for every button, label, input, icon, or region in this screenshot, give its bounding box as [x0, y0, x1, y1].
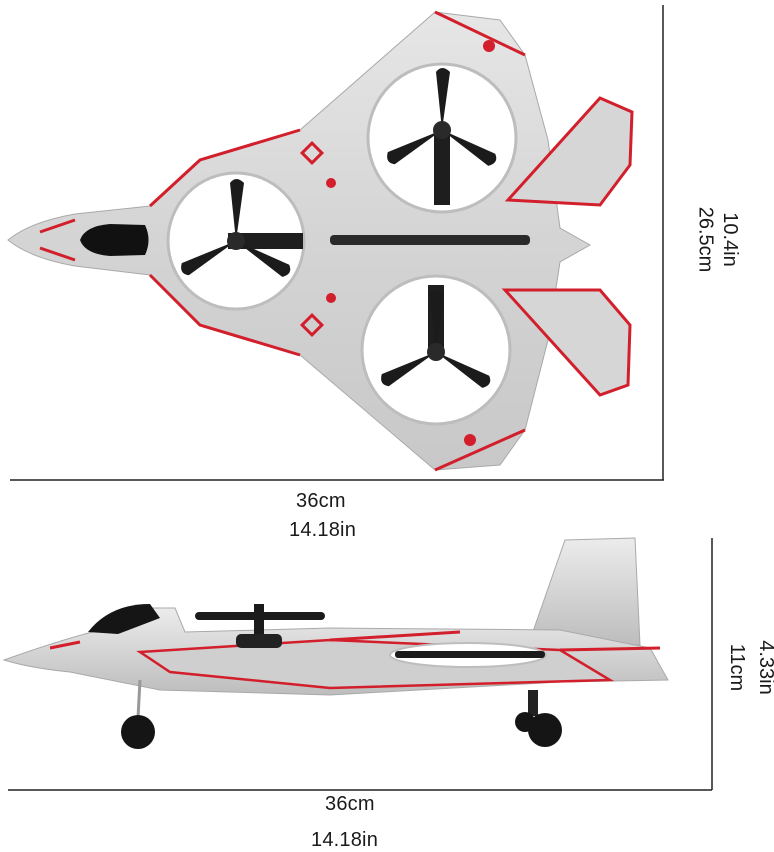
aircraft-top-view [7, 10, 634, 472]
side-length-in-label: 14.18in [311, 829, 379, 851]
side-landing-gear [121, 679, 562, 749]
top-canopy [80, 224, 149, 256]
top-length-in-label: 14.18in [289, 519, 357, 541]
top-tail-fin-lower [501, 288, 632, 397]
top-tail-fin-upper [504, 96, 634, 207]
side-length-cm-label: 36cm [325, 793, 375, 815]
side-canopy [88, 604, 160, 634]
aircraft-side-view [2, 537, 669, 749]
top-spine [330, 235, 530, 245]
side-height-cm-label: 11cm [726, 643, 749, 692]
top-wingspan-cm-label: 26.5cm [694, 206, 717, 273]
side-red-trim [49, 630, 661, 652]
side-dimension-lines [8, 538, 713, 791]
side-height-in-label: 4.33in [754, 640, 774, 695]
propeller-icon [395, 651, 545, 658]
top-length-cm-label: 36cm [296, 490, 346, 512]
top-red-trim [39, 10, 526, 472]
side-tail-fin [529, 537, 641, 646]
top-dimension-lines [10, 5, 664, 481]
top-wingspan-in-label: 10.4in [718, 212, 741, 267]
